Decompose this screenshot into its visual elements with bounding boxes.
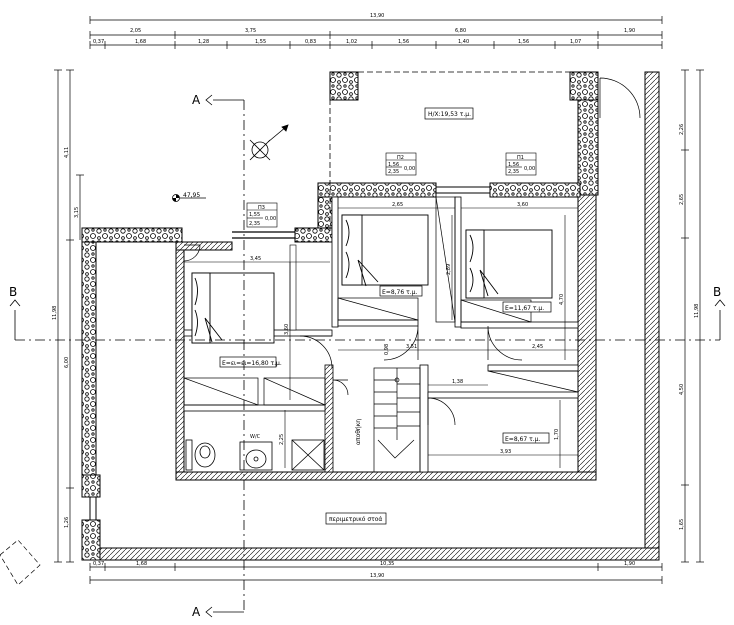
window-p1-mid: 0,00 [524, 166, 535, 172]
dim-int-7: 2,25 [279, 434, 285, 445]
dim-int-2: 2,65 [392, 202, 403, 208]
site-boundary-fragment [0, 539, 41, 586]
window-p2-code: Π2 [397, 155, 404, 161]
dim-top-total: 13,90 [370, 13, 384, 19]
window-tag-p1 [505, 152, 537, 176]
stair-label: αποθήκη [355, 419, 362, 445]
store-area-box: E=8,67 τ.μ. [502, 432, 550, 444]
bed1-area-label: E=8,76 τ.μ. [382, 289, 417, 296]
dim-bottom-2: 1,68 [136, 561, 147, 567]
right-dimensions [681, 69, 704, 563]
dim-top-mid-2: 3,75 [245, 28, 256, 34]
dim-right-mid-2: 2,65 [679, 194, 685, 205]
perimeter-label-box: περιμετρικό στοά [325, 512, 387, 525]
window-p2-top: 1,56 [388, 162, 399, 168]
dim-int-12: 1,70 [554, 429, 560, 440]
dim-left-small: 3,15 [74, 207, 80, 218]
section-line-a [205, 94, 245, 618]
bed1-area-box: E=8,76 τ.μ. [379, 285, 423, 297]
dim-top-row-10: 1,07 [570, 39, 581, 45]
dim-top-row-1: 0,37 [93, 39, 104, 45]
dim-top-row-2: 1,68 [135, 39, 146, 45]
section-b-left: B [9, 285, 17, 299]
dim-left-mid-3: 1,26 [64, 517, 70, 528]
window-p1-top: 1,56 [508, 162, 519, 168]
dim-int-9: 2,45 [532, 344, 543, 350]
dim-bottom-1: 0,37 [93, 561, 104, 567]
dim-top-row-7: 1,56 [398, 39, 409, 45]
section-a-bottom: A [192, 605, 201, 619]
section-a-top: A [192, 93, 201, 107]
left-dimensions [54, 69, 84, 563]
dim-bottom-4: 1,90 [624, 561, 635, 567]
wc-label: W/C [250, 434, 261, 440]
window-p3-top: 1,55 [249, 212, 260, 218]
door-swings [183, 77, 641, 426]
perimeter-label: περιμετρικό στοά [329, 516, 382, 523]
dim-top-mid-4: 1,90 [624, 28, 635, 34]
section-b-right: B [713, 285, 721, 299]
dim-bottom-total: 13,90 [370, 573, 384, 579]
dim-top-mid-3: 6,80 [455, 28, 466, 34]
dim-right-mid-3: 4,50 [679, 384, 685, 395]
window-p1-bottom: 2,35 [508, 169, 519, 175]
window-tag-p3 [246, 202, 278, 228]
interior-dimensions [184, 207, 578, 468]
bed2-area-label: E=11,67 τ.μ. [505, 305, 544, 312]
staircase [373, 367, 421, 473]
window-p3-mid: 0,00 [265, 216, 276, 222]
dim-right-outer: 11,98 [694, 304, 700, 318]
store-area-label: E=8,67 τ.μ. [505, 436, 540, 443]
dim-top-row-8: 1,40 [458, 39, 469, 45]
hall-area-label: H/X:19,53 τ.μ. [428, 111, 471, 118]
window-tag-p2 [385, 152, 417, 176]
closets [183, 196, 579, 406]
window-p3-code: Π3 [258, 205, 265, 211]
dim-int-11: 3,93 [500, 449, 511, 455]
dim-left-mid-1: 4,11 [64, 147, 70, 158]
dim-top-row-5: 0,83 [305, 39, 316, 45]
dim-int-6: 4,70 [559, 294, 565, 305]
dim-top-row-3: 1,28 [198, 39, 209, 45]
dim-right-mid-1: 2,26 [679, 124, 685, 135]
dim-top-row-9: 1,56 [518, 39, 529, 45]
dim-left-outer: 11,98 [52, 306, 58, 320]
dim-int-13: 0,98 [384, 344, 390, 355]
dim-top-row-6: 1,02 [346, 39, 357, 45]
bed2-area-box: E=11,67 τ.μ. [502, 301, 552, 313]
dim-int-1: 3,45 [250, 256, 261, 262]
dim-int-5: 3,60 [284, 324, 290, 335]
dim-int-3: 3,60 [517, 202, 528, 208]
top-dimensions [89, 16, 663, 49]
dim-top-mid-1: 2,05 [130, 28, 141, 34]
dim-top-row-4: 1,55 [255, 39, 266, 45]
dim-bottom-3: 10,35 [380, 561, 394, 567]
window-p2-bottom: 2,35 [388, 169, 399, 175]
dim-right-mid-4: 1,65 [679, 519, 685, 530]
bed-1 [341, 214, 429, 287]
hall-area-box: H/X:19,53 τ.μ. [424, 107, 474, 120]
house-walls [175, 71, 599, 481]
north-arrow-icon [249, 124, 289, 161]
dim-int-10: 1,38 [452, 379, 463, 385]
window-p3-bottom: 2,35 [249, 221, 260, 227]
bed3-area-box: E=ει=ει=16,80 τ.μ. [219, 356, 282, 368]
window-p2-mid: 0,00 [404, 166, 415, 172]
level-value: 47,95 [183, 192, 200, 199]
dim-left-mid-2: 6,00 [64, 357, 70, 368]
hall-outline [329, 71, 598, 235]
bathroom-fixtures [185, 439, 325, 471]
bed-3 [191, 272, 275, 344]
dim-int-4: 2,89 [446, 264, 452, 275]
bed3-area-label: E=ει=ει=16,80 τ.μ. [222, 360, 282, 367]
section-line-b [9, 299, 726, 341]
level-marker-icon [172, 194, 206, 202]
dim-int-8: 3,51 [406, 344, 417, 350]
bottom-dimensions [89, 563, 663, 584]
bed-2 [465, 229, 553, 299]
window-p1-code: Π1 [517, 155, 524, 161]
outer-perimeter [81, 71, 660, 561]
